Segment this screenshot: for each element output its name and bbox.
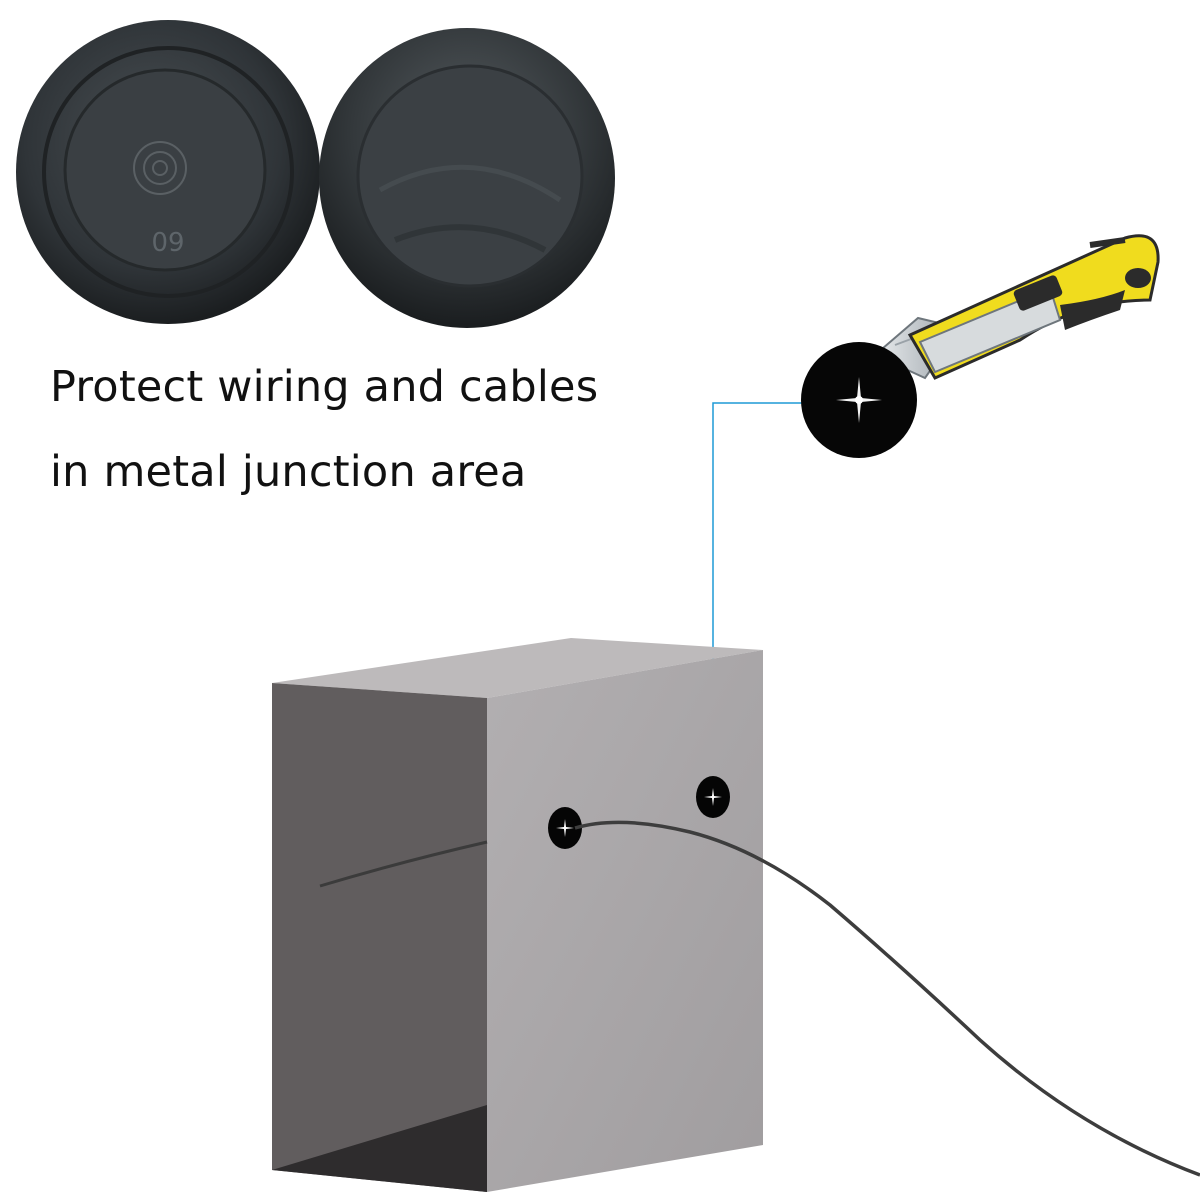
cross-slit-magnified-icon	[801, 342, 917, 458]
utility-knife-icon	[873, 234, 1160, 380]
cable	[574, 820, 1200, 1177]
caption-line-1: Protect wiring and cables	[50, 362, 599, 412]
caption-line-2: in metal junction area	[50, 447, 527, 497]
box-hole-plug-lower	[548, 807, 582, 849]
junction-box	[272, 638, 763, 1192]
box-hole-plug-upper	[696, 776, 730, 818]
rubber-plug-front-icon	[319, 28, 615, 328]
rubber-plug-back-icon: 60	[16, 20, 320, 324]
plug-marking: 60	[151, 225, 184, 255]
